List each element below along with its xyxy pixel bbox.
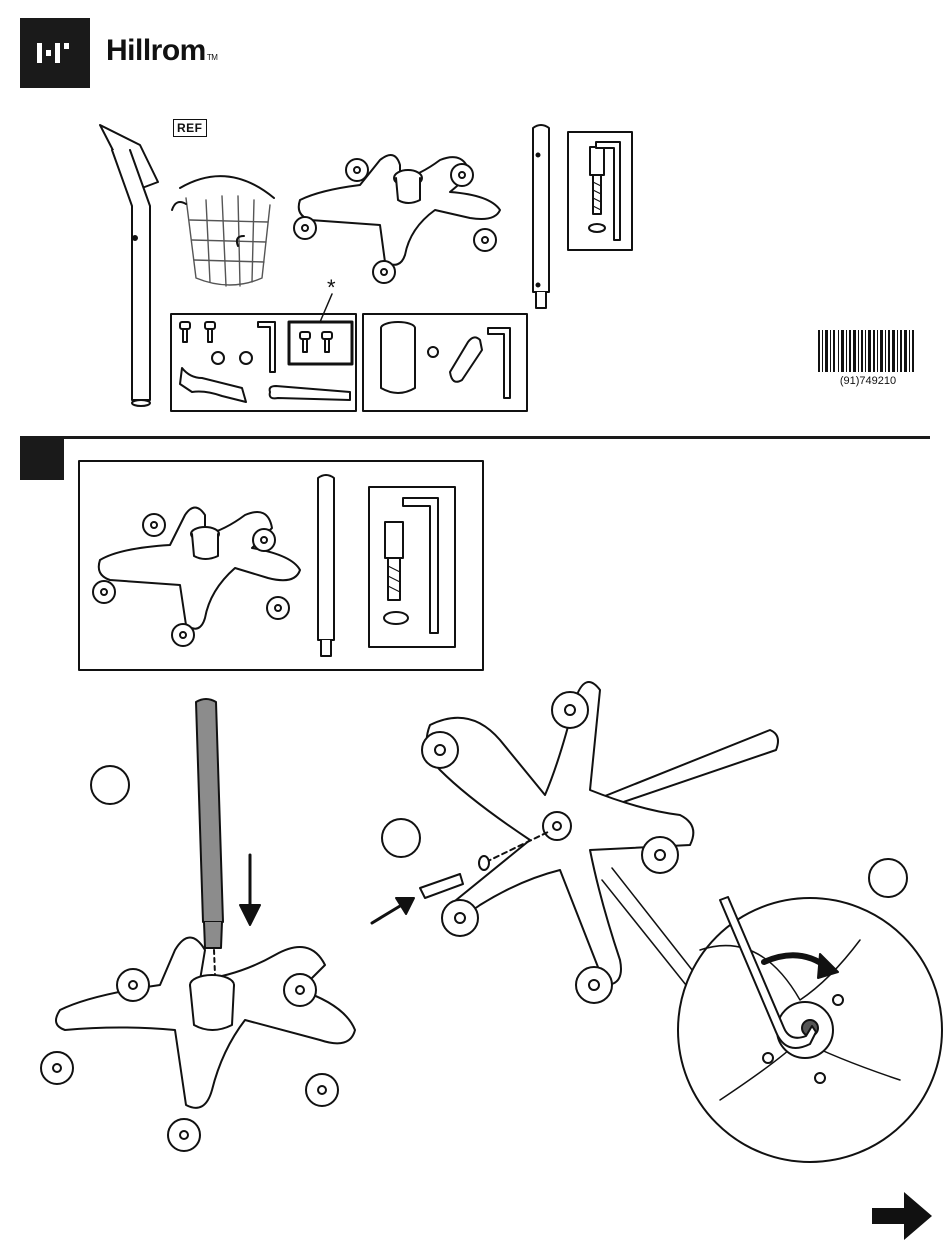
step-kit-box <box>79 461 483 670</box>
callout-a-icon <box>91 766 129 804</box>
hardware-kit-clamp <box>363 314 527 411</box>
caster-base-icon <box>294 155 500 283</box>
callout-b-icon <box>382 819 420 857</box>
arrow-right-icon <box>872 1192 932 1240</box>
hardware-kit-small <box>568 132 632 250</box>
mounting-pole-icon <box>100 125 158 406</box>
step-divider <box>64 436 930 439</box>
asterisk-marker: * <box>327 275 336 301</box>
step-number-box <box>20 436 64 480</box>
barcode-icon <box>818 330 914 372</box>
ref-badge: REF <box>173 119 207 137</box>
basket-icon <box>172 176 274 286</box>
barcode-number: (91)749210 <box>818 375 918 387</box>
hardware-kit-screws <box>171 294 356 411</box>
pole-insert-illustration <box>41 699 355 1151</box>
pole-icon <box>533 125 549 308</box>
callout-c-icon <box>869 859 907 897</box>
hex-key-zoom-illustration <box>678 897 942 1162</box>
